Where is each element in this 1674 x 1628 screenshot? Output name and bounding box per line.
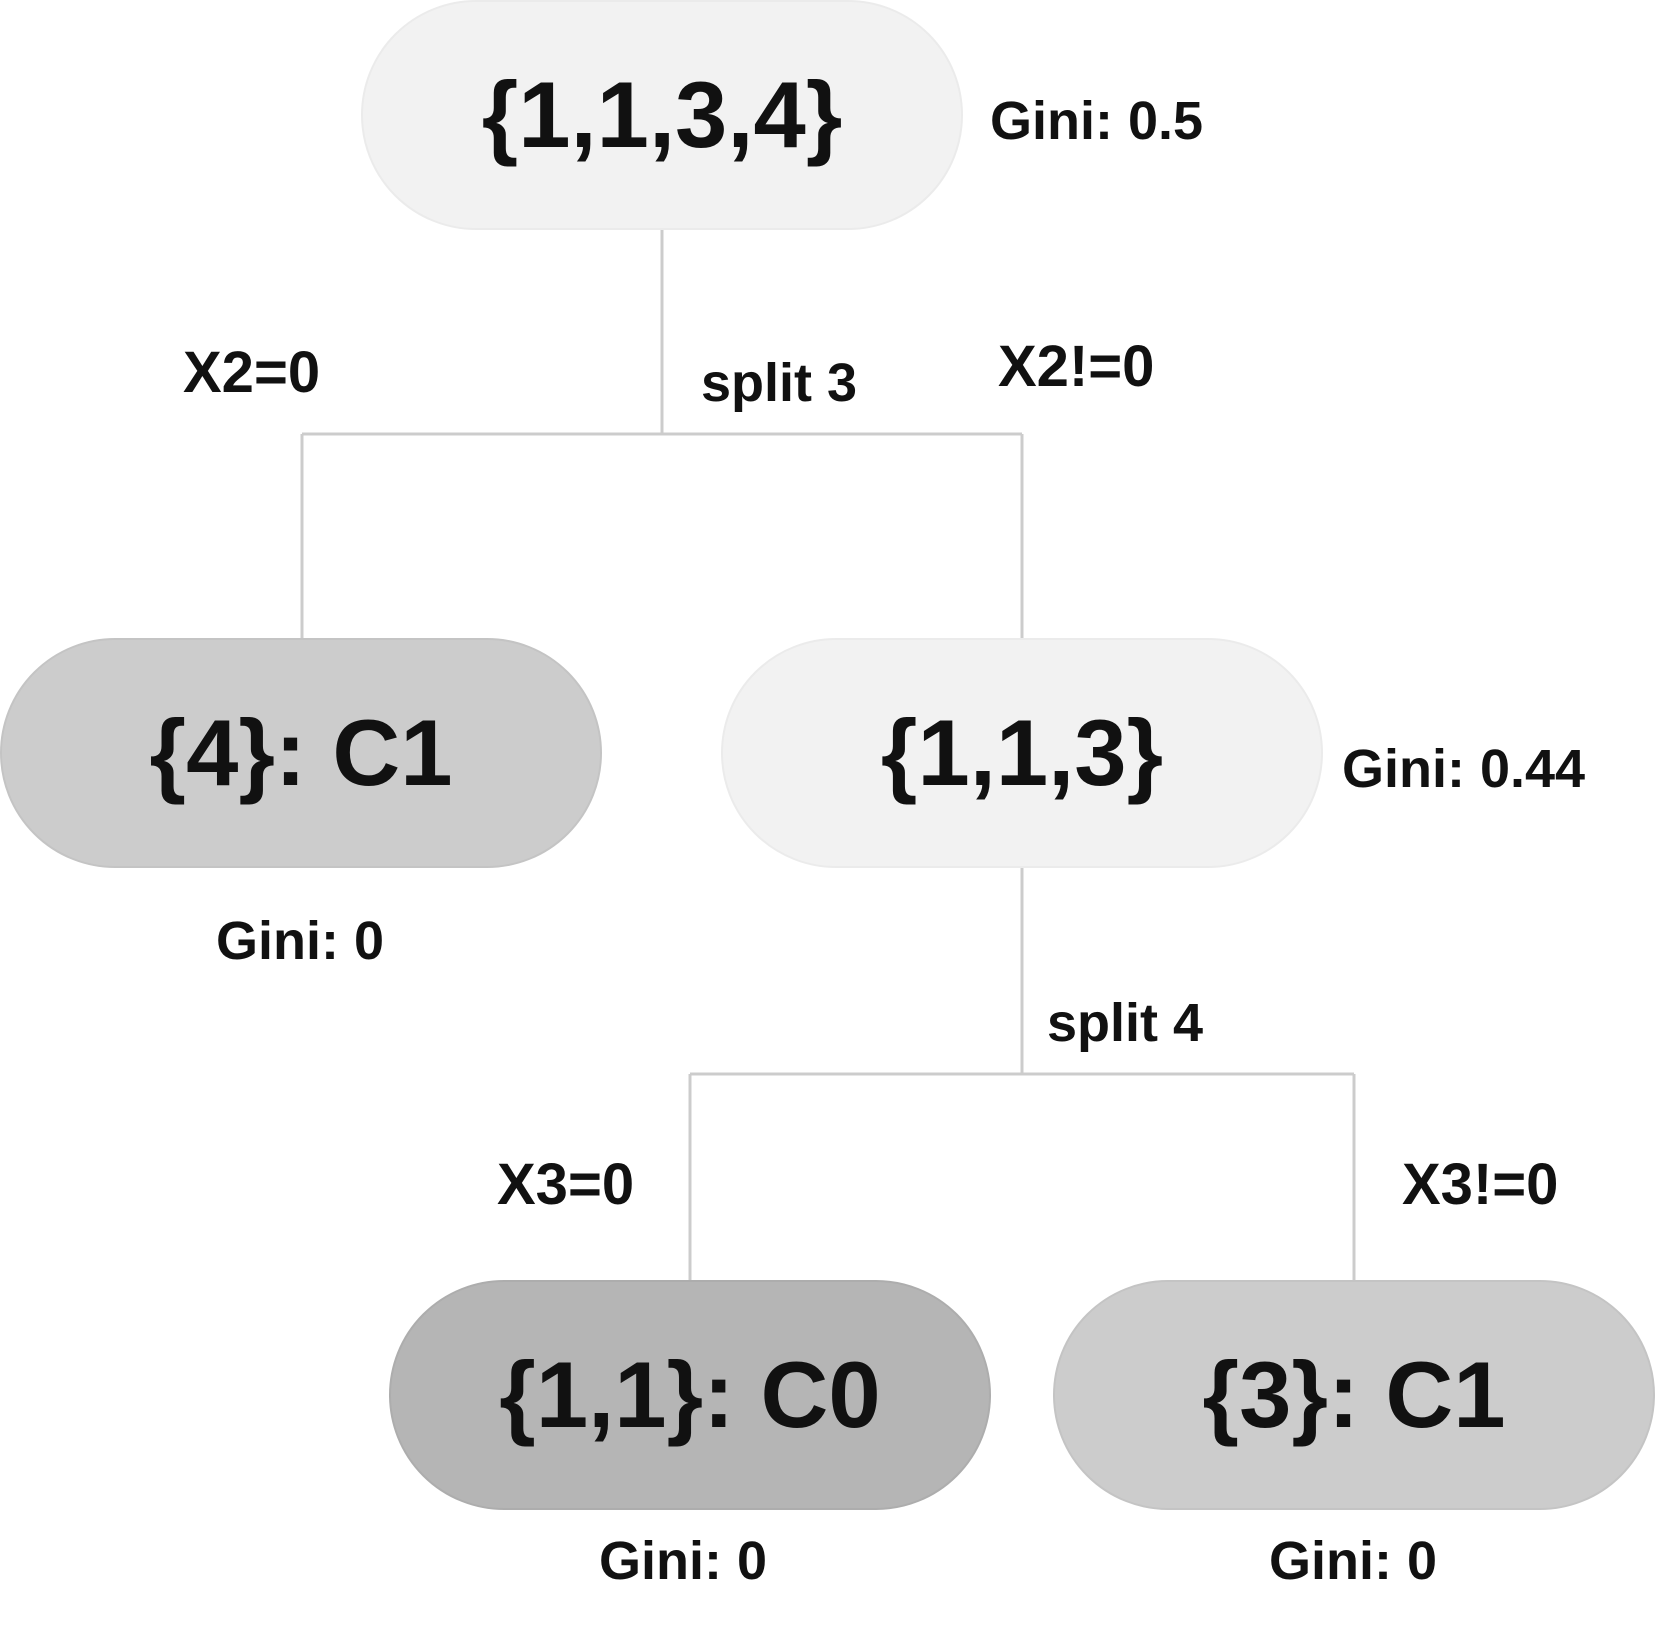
leaf-11-gini-label: Gini: 0 bbox=[598, 1531, 768, 1591]
mid-gini-label: Gini: 0.44 bbox=[1342, 739, 1586, 799]
split4-left-condition: X3=0 bbox=[497, 1152, 635, 1217]
split3-right-condition: X2!=0 bbox=[998, 334, 1155, 399]
split3-label: split 3 bbox=[701, 353, 858, 413]
leaf-node-11-c0: {1,1}: C0 bbox=[389, 1280, 991, 1510]
split4-label: split 4 bbox=[1047, 993, 1204, 1053]
mid-node: {1,1,3} bbox=[721, 638, 1323, 868]
leaf-node-4-c1-label: {4}: C1 bbox=[149, 700, 453, 805]
root-node: {1,1,3,4} bbox=[361, 0, 963, 230]
leaf-4-gini-label: Gini: 0 bbox=[215, 911, 385, 971]
split3-left-condition: X2=0 bbox=[183, 340, 321, 405]
leaf-3-gini-label: Gini: 0 bbox=[1268, 1531, 1438, 1591]
root-node-label: {1,1,3,4} bbox=[481, 62, 843, 167]
leaf-node-11-c0-label: {1,1}: C0 bbox=[499, 1342, 881, 1447]
leaf-node-4-c1: {4}: C1 bbox=[0, 638, 602, 868]
leaf-node-3-c1: {3}: C1 bbox=[1053, 1280, 1655, 1510]
mid-node-label: {1,1,3} bbox=[880, 700, 1164, 805]
root-gini-label: Gini: 0.5 bbox=[990, 91, 1204, 151]
leaf-node-3-c1-label: {3}: C1 bbox=[1202, 1342, 1506, 1447]
split4-right-condition: X3!=0 bbox=[1402, 1152, 1559, 1217]
